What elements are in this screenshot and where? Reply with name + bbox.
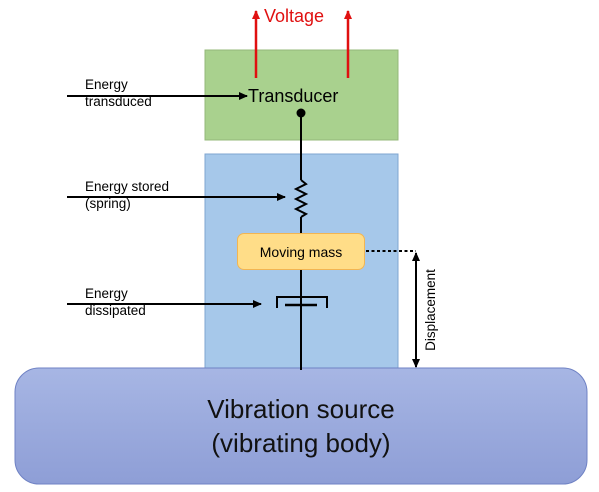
energy-stored-label: Energy stored (spring) bbox=[85, 179, 170, 211]
energy-transduced-label: Energy transduced bbox=[85, 77, 152, 109]
vibration-source-label: Vibration source (vibrating body) bbox=[207, 394, 395, 458]
energy-dissipated-label: Energy dissipated bbox=[85, 286, 146, 318]
displacement-label: Displacement bbox=[423, 269, 438, 351]
voltage-label: Voltage bbox=[264, 6, 325, 26]
moving-mass-box: Moving mass bbox=[237, 233, 365, 270]
spring-icon bbox=[293, 179, 309, 218]
transducer-label: Transducer bbox=[248, 86, 339, 106]
moving-mass-label: Moving mass bbox=[259, 243, 343, 260]
